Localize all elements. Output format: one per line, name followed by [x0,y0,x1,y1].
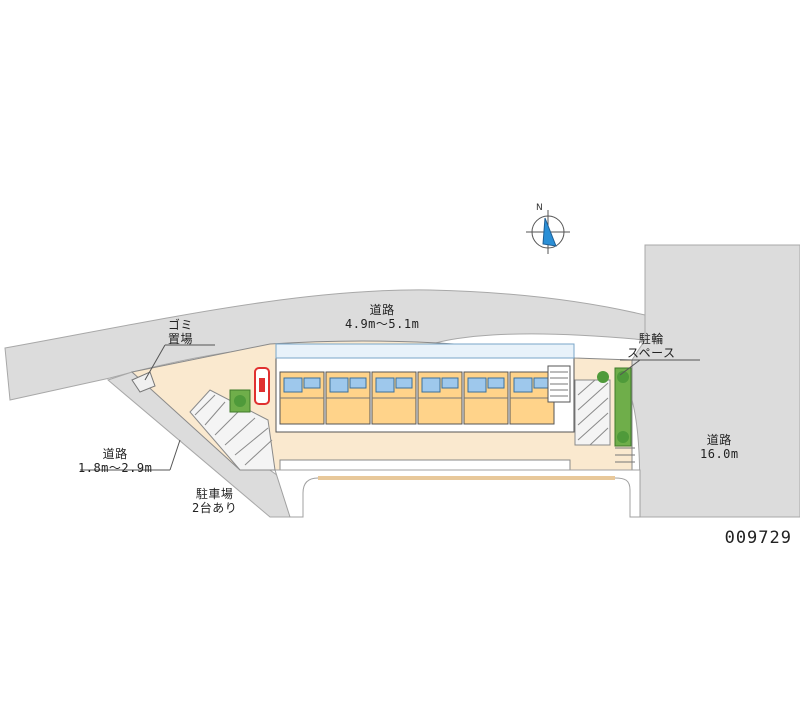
unit-kitchen [441,377,459,389]
units-layer [279,371,555,425]
garbage-label: ゴミ 置場 [168,318,193,346]
unit-bath [513,377,533,393]
planter-east [614,367,632,447]
tree-icon [617,431,629,443]
car-roof [259,378,265,392]
unit-kitchen [395,377,413,389]
apartment-unit [279,371,325,425]
bicycle-line1: 駐輪 [638,332,664,346]
tree-icon [617,371,629,383]
north-label: N [536,203,543,213]
road-north-name: 道路 [369,303,395,317]
apartment-unit [371,371,417,425]
garbage-line1: ゴミ [168,318,194,332]
unit-bath [467,377,487,393]
road-east [631,244,800,518]
garbage-area [131,371,156,393]
tree-icon [597,371,609,383]
tree-icon [234,395,246,407]
bicycle-label: 駐輪 スペース [627,332,676,360]
road-east-width: 16.0m [700,447,739,461]
unit-kitchen [349,377,367,389]
road-north-width: 4.9m～5.1m [345,317,420,331]
unit-bath [375,377,395,393]
apartment-unit [325,371,371,425]
road-north-label: 道路 4.9m～5.1m [345,303,419,331]
parking-area [189,389,276,471]
road-west-label: 道路 1.8m～2.9m [78,447,152,475]
road-west-leader [169,439,181,471]
unit-kitchen [303,377,321,389]
bicycle-space [574,379,611,446]
east-gate [615,447,635,463]
bicycle-line2: スペース [627,346,676,360]
apartment-unit [509,371,555,425]
road-east-name: 道路 [706,433,732,447]
property-code: 009729 [724,528,792,548]
garbage-leader [144,344,166,381]
unit-bath [329,377,349,393]
bicycle-leader [619,359,641,376]
apartment-unit [417,371,463,425]
parking-label: 駐車場 2台あり [192,487,237,515]
parking-line1: 駐車場 [195,487,234,501]
parking-line2: 2台あり [192,501,238,515]
apartment-unit [463,371,509,425]
road-west-name: 道路 [102,447,128,461]
unit-kitchen [487,377,505,389]
garbage-line2: 置場 [168,332,194,346]
road-west-width: 1.8m～2.9m [78,461,153,475]
road-east-label: 道路 16.0m [700,433,739,461]
balcony-strip [275,343,575,359]
unit-bath [283,377,303,393]
stair-lines [550,371,568,397]
compass-icon: N [526,203,570,254]
unit-bath [421,377,441,393]
